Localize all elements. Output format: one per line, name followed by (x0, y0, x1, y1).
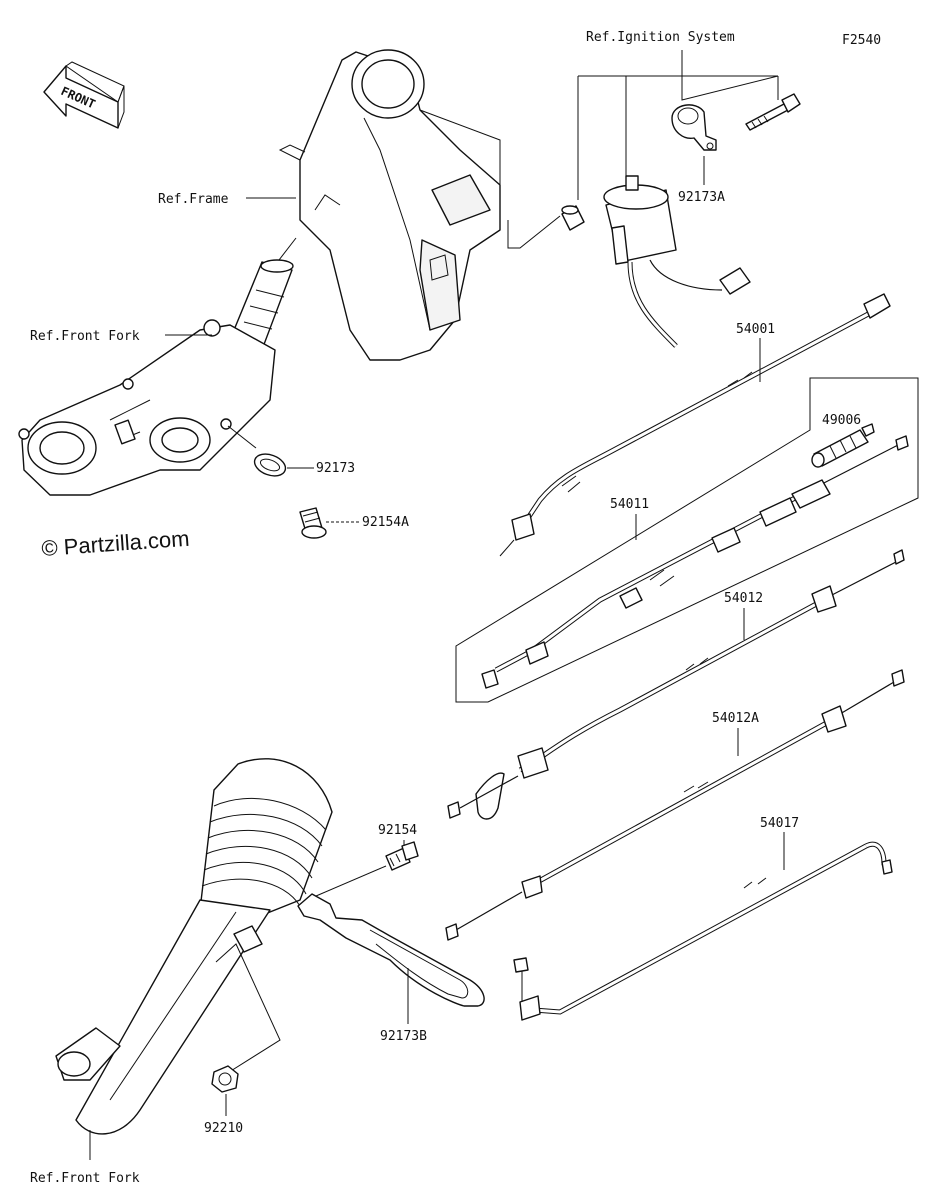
ref-front-fork-top-label: Ref.Front Fork (30, 329, 140, 344)
front-fork-bottom-drawing (55, 758, 333, 1135)
front-arrow-icon: FRONT (43, 61, 125, 129)
part-54001-drawing (499, 293, 891, 557)
part-92154-drawing (315, 841, 419, 897)
part-label-49006: 49006 (822, 413, 861, 428)
part-label-54012A: 54012A (712, 711, 759, 726)
part-label-54011: 54011 (610, 497, 649, 512)
figure-code: F2540 (842, 33, 881, 48)
part-label-92173A: 92173A (678, 190, 725, 205)
part-54012A-drawing (445, 669, 905, 941)
part-49006-drawing (811, 423, 875, 468)
ignition-collar-drawing (561, 205, 585, 231)
part-54017-drawing (513, 841, 893, 1021)
part-54012-drawing (447, 549, 905, 820)
watermark: © Partzilla.com (41, 526, 191, 561)
part-92154A-drawing (299, 507, 327, 539)
ref-front-fork-bottom-label: Ref.Front Fork (30, 1171, 140, 1186)
ref-ignition-system-label: Ref.Ignition System (586, 30, 735, 45)
part-label-92173B: 92173B (380, 1029, 427, 1044)
part-54011-drawing (481, 435, 909, 689)
ignition-coil-drawing (507, 175, 751, 348)
part-label-54017: 54017 (760, 816, 799, 831)
part-label-92154A: 92154A (362, 515, 409, 530)
frame-drawing (278, 49, 501, 361)
part-label-92173: 92173 (316, 461, 355, 476)
part-54011-group-box (455, 377, 919, 703)
part-92210-drawing (211, 943, 281, 1093)
part-92173B-drawing (297, 893, 485, 1007)
ref-frame-label: Ref.Frame (158, 192, 229, 207)
ignition-bolt-drawing (745, 93, 801, 131)
front-fork-top-drawing (18, 259, 294, 496)
part-92173A-drawing (671, 104, 717, 151)
ref-ignition-leader (577, 50, 779, 200)
part-label-92210: 92210 (204, 1121, 243, 1136)
part-label-54012: 54012 (724, 591, 763, 606)
part-label-54001: 54001 (736, 322, 775, 337)
part-92173-drawing (227, 425, 287, 477)
part-label-92154: 92154 (378, 823, 417, 838)
